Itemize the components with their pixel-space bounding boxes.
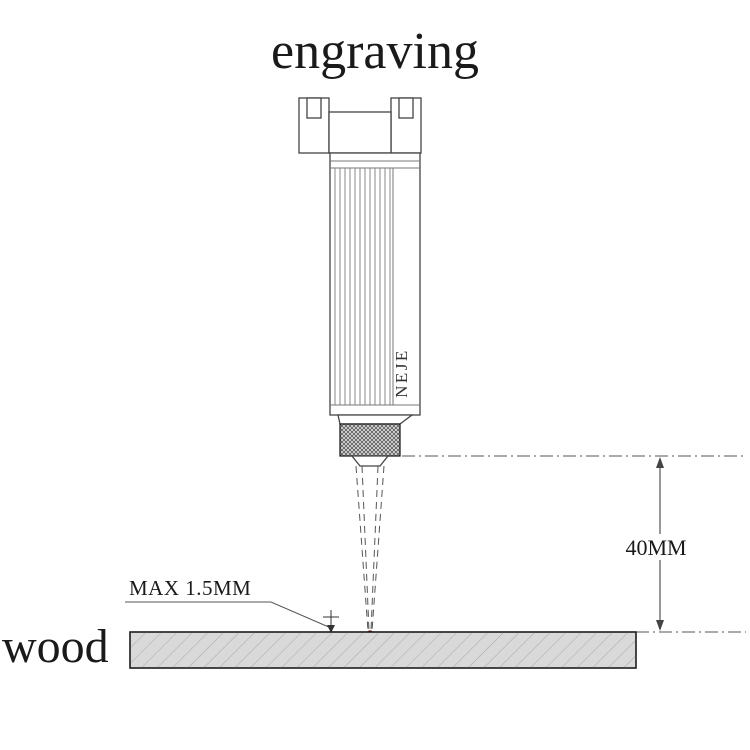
max-depth-annotation: MAX 1.5MM (125, 576, 339, 633)
wood-slab-hatching (129, 631, 637, 669)
focus-distance-dimension: 40MM (613, 457, 699, 631)
wood-slab (129, 631, 637, 669)
laser-module-bracket (298, 97, 422, 154)
lens-assembly (337, 414, 414, 467)
focus-distance-label: 40MM (625, 535, 686, 560)
dimension-label-bg (613, 534, 699, 560)
bracket-center-plate (328, 111, 392, 154)
diagram-title: engraving (271, 23, 479, 80)
laser-module-body: NEJE (329, 152, 421, 416)
heatsink-fins (334, 168, 391, 405)
lens-step (337, 414, 414, 425)
dimension-arrow-up (656, 457, 664, 468)
bracket-left-slot (306, 97, 322, 119)
nozzle-tip (350, 455, 390, 467)
max-depth-leader-line (125, 601, 332, 629)
brand-label: NEJE (392, 348, 411, 398)
material-label: wood (2, 620, 109, 673)
depth-indicator-arrow (327, 625, 335, 633)
dimension-arrow-down (656, 620, 664, 631)
max-depth-label: MAX 1.5MM (129, 576, 251, 600)
laser-beam-cone (355, 465, 385, 632)
focus-ring-knurled (339, 423, 401, 457)
bracket-right-slot (398, 97, 414, 119)
